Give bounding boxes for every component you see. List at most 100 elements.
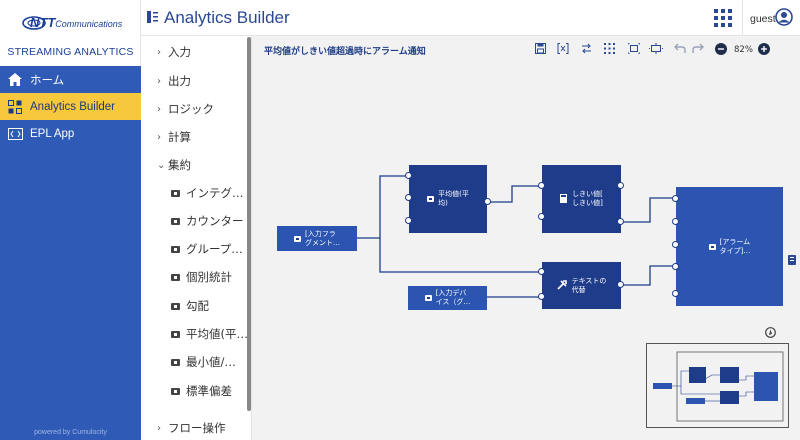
- arrange-icon[interactable]: [649, 43, 663, 57]
- block-label-line: タイプ]…: [719, 246, 751, 255]
- minimap-preview: [653, 351, 784, 422]
- input-port[interactable]: [538, 182, 545, 189]
- palette-category-calculation[interactable]: › 計算: [157, 129, 191, 145]
- canvas-minimap[interactable]: [646, 343, 789, 428]
- palette-scrollbar[interactable]: [247, 37, 251, 411]
- input-port[interactable]: [405, 217, 412, 224]
- palette-block-label: 標準偏差: [186, 384, 232, 398]
- block-icon: [427, 196, 435, 202]
- model-name[interactable]: 平均値がしきい値超過時にアラーム通知: [264, 47, 426, 57]
- block-label: 平均値(平均): [438, 190, 469, 208]
- block-alarm[interactable]: [アラームタイプ]…: [676, 187, 783, 306]
- nav-item-label: Analytics Builder: [30, 100, 116, 113]
- chevron-right-icon: ›: [157, 46, 161, 58]
- output-port[interactable]: [484, 198, 491, 205]
- palette-block-label: 平均値(平…: [186, 327, 248, 341]
- chevron-down-icon: ⌄: [157, 159, 166, 171]
- compass-icon[interactable]: [765, 327, 776, 341]
- palette-category-output[interactable]: ›出力: [157, 73, 191, 89]
- block-label: [アラームタイプ]…: [720, 238, 751, 256]
- chevron-right-icon: ›: [157, 103, 161, 115]
- properties-panel-toggle-icon[interactable]: [788, 254, 796, 268]
- palette-category-label: フロー操作: [168, 421, 226, 435]
- palette-category-input[interactable]: › 入力: [157, 44, 191, 60]
- zoom-in-icon[interactable]: [758, 43, 770, 58]
- nav-item-analytics-builder[interactable]: Analytics Builder: [0, 93, 141, 120]
- main-navigation: NTTCommunications STREAMING ANALYTICS ホー…: [0, 0, 141, 440]
- brand-logo-sub: Communications: [55, 19, 123, 29]
- output-port[interactable]: [617, 281, 624, 288]
- input-port[interactable]: [672, 263, 679, 270]
- app-switcher-icon[interactable]: [714, 9, 732, 30]
- palette-category-label: 出力: [168, 74, 191, 88]
- block-label: [入力フラグメント…: [305, 230, 340, 248]
- undo-icon[interactable]: [674, 43, 686, 57]
- zoom-out-icon[interactable]: [715, 43, 727, 58]
- block-input-fragment[interactable]: [入力フラグメント…: [277, 226, 357, 251]
- palette-block-item[interactable]: グループ…: [171, 241, 243, 257]
- grid-icon[interactable]: [604, 43, 615, 57]
- sidebar-toggle-icon[interactable]: [147, 11, 158, 26]
- block-icon: [294, 235, 301, 242]
- block-threshold[interactable]: しきい値[しきい値]: [542, 165, 621, 233]
- block-average[interactable]: 平均値(平均): [409, 165, 487, 233]
- wire: [621, 265, 676, 286]
- ntt-logo-icon: [22, 16, 46, 30]
- block-label: しきい値[しきい値]: [572, 190, 603, 208]
- palette-category-label: 入力: [168, 45, 191, 59]
- brand-logo-text: NTTCommunications: [30, 15, 122, 30]
- save-icon[interactable]: [535, 43, 546, 57]
- page-title: Analytics Builder: [164, 8, 290, 27]
- input-port[interactable]: [405, 194, 412, 201]
- palette-category-flow[interactable]: ›フロー操作: [157, 420, 226, 436]
- swap-icon[interactable]: [581, 43, 592, 57]
- input-port[interactable]: [405, 172, 412, 179]
- palette-block-label: カウンター: [186, 214, 244, 228]
- block-icon: [171, 330, 180, 338]
- palette-block-item[interactable]: カウンター: [171, 213, 244, 229]
- block-label-line: [入力デバ: [435, 289, 467, 297]
- input-port[interactable]: [538, 213, 545, 220]
- user-avatar-icon[interactable]: [775, 8, 793, 29]
- output-port[interactable]: [617, 218, 624, 225]
- block-icon: [424, 295, 432, 301]
- palette-block-label: 個別統計: [186, 270, 232, 284]
- palette-block-label: 勾配: [186, 299, 209, 313]
- palette-block-item[interactable]: 勾配: [171, 298, 209, 314]
- input-port[interactable]: [672, 290, 679, 297]
- user-name[interactable]: guest: [750, 13, 776, 25]
- nav-item-epl-app[interactable]: EPL App: [0, 120, 141, 147]
- palette-block-label: インテグ…: [186, 186, 244, 200]
- block-icon: [171, 387, 180, 395]
- nav-item-home[interactable]: ホーム: [0, 66, 141, 93]
- palette-category-aggregate[interactable]: ⌄集約: [157, 157, 191, 173]
- input-port[interactable]: [538, 268, 545, 275]
- palette-block-item[interactable]: 標準偏差: [171, 383, 232, 399]
- input-port[interactable]: [538, 293, 545, 300]
- palette-category-logic[interactable]: › ロジック: [157, 101, 214, 117]
- redo-icon[interactable]: [692, 43, 704, 57]
- nav-item-label: ホーム: [30, 74, 65, 87]
- variables-icon[interactable]: [557, 43, 569, 57]
- powered-by-text: powered by Cumulocity: [34, 429, 107, 436]
- block-label-line: 平均値(平: [438, 190, 469, 198]
- palette-category-label: ロジック: [168, 102, 214, 116]
- wire: [621, 197, 676, 223]
- palette-block-item[interactable]: 平均値(平…: [171, 326, 248, 342]
- block-label: [入力デバイス（グ…: [436, 289, 471, 307]
- block-icon: [171, 358, 180, 366]
- home-icon: [0, 73, 30, 86]
- block-label: テキストの代替: [572, 277, 607, 295]
- palette-block-item[interactable]: 最小値/…: [171, 354, 236, 370]
- palette-block-item[interactable]: 個別統計: [171, 269, 232, 285]
- input-port[interactable]: [672, 241, 679, 248]
- input-port[interactable]: [672, 195, 679, 202]
- input-port[interactable]: [672, 218, 679, 225]
- block-text-replace[interactable]: テキストの代替: [542, 262, 621, 309]
- palette-block-item[interactable]: インテグ…: [171, 185, 244, 201]
- output-port[interactable]: [617, 182, 624, 189]
- block-input-device[interactable]: [入力デバイス（グ…: [408, 286, 487, 310]
- block-icon: [171, 245, 180, 253]
- chevron-right-icon: ›: [157, 131, 161, 143]
- palette-category-label: 計算: [168, 130, 191, 144]
